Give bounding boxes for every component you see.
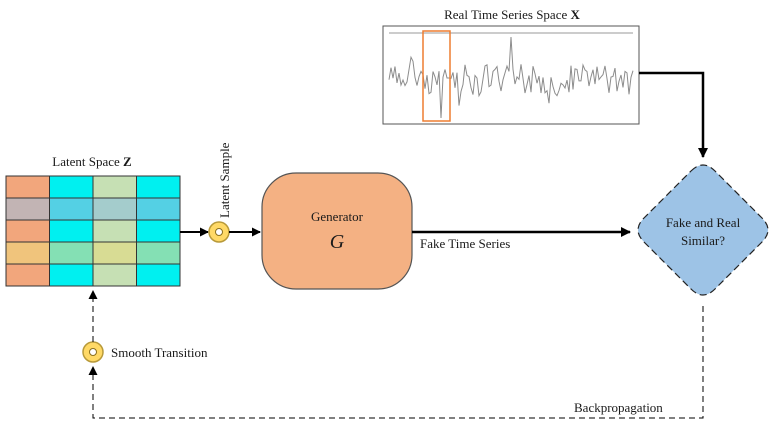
smooth-transition-node-center xyxy=(89,348,97,356)
generator: Generator G xyxy=(261,172,413,290)
latent-cell xyxy=(49,263,94,287)
latent-cell xyxy=(5,175,50,199)
latent-cell xyxy=(49,219,94,243)
discriminator-diamond xyxy=(637,164,769,296)
latent-cell xyxy=(5,263,50,287)
fake-series-label: Fake Time Series xyxy=(420,236,510,251)
generator-symbol: G xyxy=(330,231,345,253)
latent-cell xyxy=(92,263,137,287)
latent-cell xyxy=(5,219,50,243)
latent-sample-label: Latent Sample xyxy=(217,142,232,218)
sampling-window xyxy=(422,30,451,122)
generator-title: Generator xyxy=(311,209,364,224)
backprop-path xyxy=(88,306,704,419)
latent-cell xyxy=(5,197,50,221)
latent-cell xyxy=(136,219,181,243)
fake-series-flow: Fake Time Series xyxy=(412,227,631,251)
latent-sample-node-center xyxy=(215,228,223,236)
discriminator: Fake and Real Similar? xyxy=(637,164,769,296)
latent-cell xyxy=(136,197,181,221)
latent-cell xyxy=(136,263,181,287)
backpropagation-loop: Backpropagation xyxy=(88,306,704,419)
latent-cell xyxy=(92,241,137,265)
latent-cell xyxy=(49,175,94,199)
latent-space: Latent Space Z xyxy=(5,154,181,287)
backprop-label: Backpropagation xyxy=(574,400,663,415)
real-series-signal xyxy=(388,36,634,119)
latent-cell xyxy=(136,175,181,199)
latent-cell xyxy=(136,241,181,265)
latent-space-label: Latent Space Z xyxy=(52,154,132,169)
latent-cell xyxy=(49,241,94,265)
real-space-label: Real Time Series Space X xyxy=(444,7,580,22)
latent-cell xyxy=(92,219,137,243)
real-to-discriminator-arrow xyxy=(639,71,708,158)
real-time-series-panel: Real Time Series Space X xyxy=(382,7,640,125)
discriminator-line1: Fake and Real xyxy=(666,215,741,230)
smooth-transition-label: Smooth Transition xyxy=(111,345,208,360)
latent-grid xyxy=(5,175,181,287)
latent-cell xyxy=(49,197,94,221)
latent-cell xyxy=(92,175,137,199)
discriminator-line2: Similar? xyxy=(681,233,725,248)
latent-cell xyxy=(92,197,137,221)
latent-sample: Latent Sample xyxy=(180,142,261,243)
latent-cell xyxy=(5,241,50,265)
smooth-transition: Smooth Transition xyxy=(82,290,208,363)
